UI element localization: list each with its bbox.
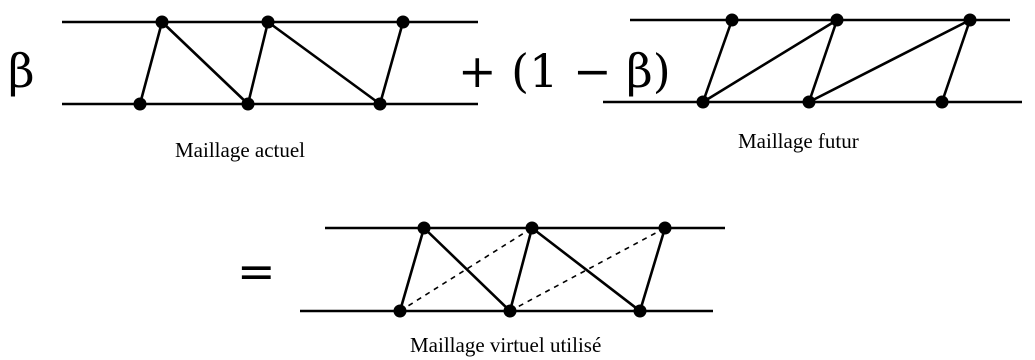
future-mesh-edge bbox=[701, 18, 839, 104]
current-mesh-node bbox=[155, 15, 169, 29]
virtual-mesh-node bbox=[633, 304, 647, 318]
future-mesh-node bbox=[935, 95, 949, 109]
virtual-mesh bbox=[300, 221, 725, 318]
current-mesh-edge bbox=[160, 20, 250, 106]
current-mesh-node bbox=[241, 97, 255, 111]
virtual-mesh-node bbox=[525, 221, 539, 235]
future-mesh-node bbox=[696, 95, 710, 109]
equals-sign: = bbox=[237, 244, 276, 298]
future-mesh bbox=[603, 13, 1022, 109]
current-mesh-edge bbox=[266, 20, 382, 106]
virtual-mesh-edge bbox=[638, 226, 667, 313]
current-mesh-node bbox=[133, 97, 147, 111]
current-mesh-node bbox=[373, 97, 387, 111]
beta-symbol: β bbox=[8, 44, 35, 98]
current-mesh-edge bbox=[378, 20, 405, 106]
future-mesh-edge bbox=[701, 18, 734, 104]
virtual-mesh-node bbox=[393, 304, 407, 318]
virtual-mesh-edge bbox=[530, 226, 642, 313]
future-mesh-node bbox=[725, 13, 739, 27]
virtual-mesh-node bbox=[658, 221, 672, 235]
caption-virtual-mesh: Maillage virtuel utilisé bbox=[410, 333, 601, 357]
virtual-mesh-edge bbox=[508, 226, 534, 313]
virtual-mesh-node bbox=[417, 221, 431, 235]
complement-term: + (1 − β) bbox=[458, 44, 671, 98]
future-mesh-edge bbox=[940, 18, 972, 104]
virtual-mesh-edge bbox=[422, 226, 512, 313]
future-mesh-edge bbox=[807, 18, 839, 104]
future-mesh-node bbox=[830, 13, 844, 27]
future-mesh-node bbox=[802, 95, 816, 109]
current-mesh-edge bbox=[138, 20, 164, 106]
current-mesh-edge bbox=[246, 20, 270, 106]
current-mesh bbox=[62, 15, 478, 111]
current-mesh-node bbox=[261, 15, 275, 29]
virtual-mesh-edge bbox=[398, 226, 426, 313]
future-mesh-node bbox=[963, 13, 977, 27]
future-mesh-edge bbox=[807, 18, 972, 104]
caption-future-mesh: Maillage futur bbox=[738, 129, 859, 153]
caption-current-mesh: Maillage actuel bbox=[175, 138, 305, 162]
virtual-mesh-node bbox=[503, 304, 517, 318]
current-mesh-node bbox=[396, 15, 410, 29]
